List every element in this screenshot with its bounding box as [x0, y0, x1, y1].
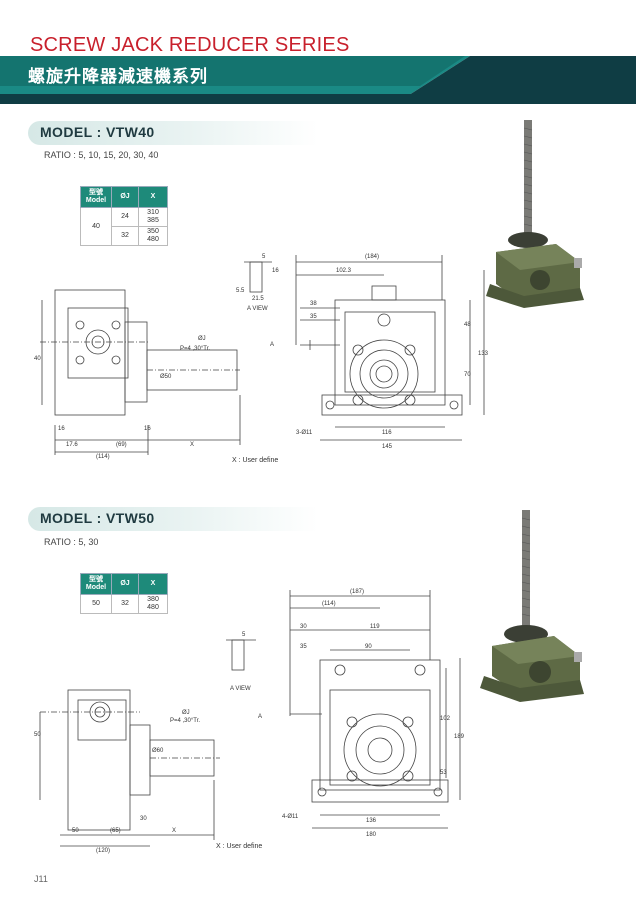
- dim-label: 16: [144, 426, 151, 432]
- table-cell-oj: 32: [111, 594, 139, 614]
- dim-label: (120): [96, 848, 110, 854]
- arrow-label: A: [270, 342, 274, 348]
- dim-label: 40: [34, 356, 41, 362]
- dim-label: 16: [58, 426, 65, 432]
- hole-label: 4-Ø11: [282, 814, 299, 820]
- dim-label: 133: [478, 351, 489, 357]
- dim-label: 30: [300, 624, 307, 630]
- title-band: [0, 56, 636, 104]
- user-define-note: X : User define: [232, 457, 279, 464]
- col-header-x: X: [138, 186, 168, 208]
- user-define-note: X : User define: [216, 843, 263, 850]
- model-heading-text: MODEL : VTW40: [40, 124, 155, 140]
- dim-label: (65): [110, 828, 121, 834]
- dim-label: 30: [140, 816, 147, 822]
- ratio-text: RATIO : 5, 30: [44, 537, 99, 547]
- dim-label: 116: [382, 430, 392, 436]
- dim-label: 102.3: [336, 268, 352, 274]
- dim-label: 17.6: [66, 442, 78, 448]
- view-label: A VIEW: [230, 686, 251, 692]
- ratio-text: RATIO : 5, 10, 15, 20, 30, 40: [44, 150, 159, 160]
- dim-label: 21.5: [252, 296, 264, 302]
- arrow-label: A: [258, 714, 262, 720]
- dim-label: 16: [272, 268, 279, 274]
- dim-label: 48: [464, 322, 471, 328]
- dim-label: 90: [365, 644, 372, 650]
- product-photo-vtw40: [486, 120, 584, 308]
- model-heading-vtw50: MODEL : VTW50: [28, 507, 318, 531]
- model-heading-text: MODEL : VTW50: [40, 510, 155, 526]
- dim-label: 50: [72, 828, 79, 834]
- dim-label: 5: [242, 632, 246, 638]
- shaft-label: P=4 ,30°Tr.: [180, 346, 210, 352]
- dim-label: 189: [454, 734, 465, 740]
- shaft-label: P=4 ,30°Tr.: [170, 718, 200, 724]
- dim-label: (69): [116, 442, 127, 448]
- table-cell-model: 50: [80, 594, 112, 614]
- dim-label: 180: [366, 832, 377, 838]
- dim-label: 136: [366, 818, 377, 824]
- table-cell-model: 40: [80, 207, 112, 246]
- dim-label: 70: [464, 372, 471, 378]
- dim-label: 5: [262, 254, 266, 260]
- product-photo-vtw50: [480, 510, 584, 702]
- dim-label: X: [172, 828, 176, 834]
- dim-label: (114): [96, 454, 110, 460]
- dim-label: 119: [370, 624, 380, 630]
- dim-label: 53: [440, 770, 447, 776]
- dim-label: X: [190, 442, 194, 448]
- view-label: A VIEW: [247, 306, 268, 312]
- dim-label: (114): [322, 601, 336, 607]
- page-title-zh: 螺旋升降器減速機系列: [28, 67, 208, 87]
- page-title-en: SCREW JACK REDUCER SERIES: [30, 34, 350, 56]
- dim-label: 5.5: [236, 288, 245, 294]
- dim-label: 35: [310, 314, 317, 320]
- shaft-label: Ø50: [160, 374, 172, 380]
- dim-label: 50: [34, 732, 41, 738]
- shaft-label: Ø60: [152, 748, 164, 754]
- model-heading-vtw40: MODEL : VTW40: [28, 121, 318, 145]
- dim-label: 38: [310, 301, 317, 307]
- dim-label: (187): [350, 589, 364, 595]
- table-cell-oj: 32: [111, 226, 139, 246]
- dim-label: 102: [440, 716, 451, 722]
- hole-label: 3-Ø11: [296, 430, 313, 436]
- shaft-label: ØJ: [182, 710, 190, 716]
- dim-label: 145: [382, 444, 393, 450]
- page-number: J11: [34, 874, 48, 884]
- dim-label: (184): [365, 254, 379, 260]
- shaft-label: ØJ: [198, 336, 206, 342]
- dim-label: 35: [300, 644, 307, 650]
